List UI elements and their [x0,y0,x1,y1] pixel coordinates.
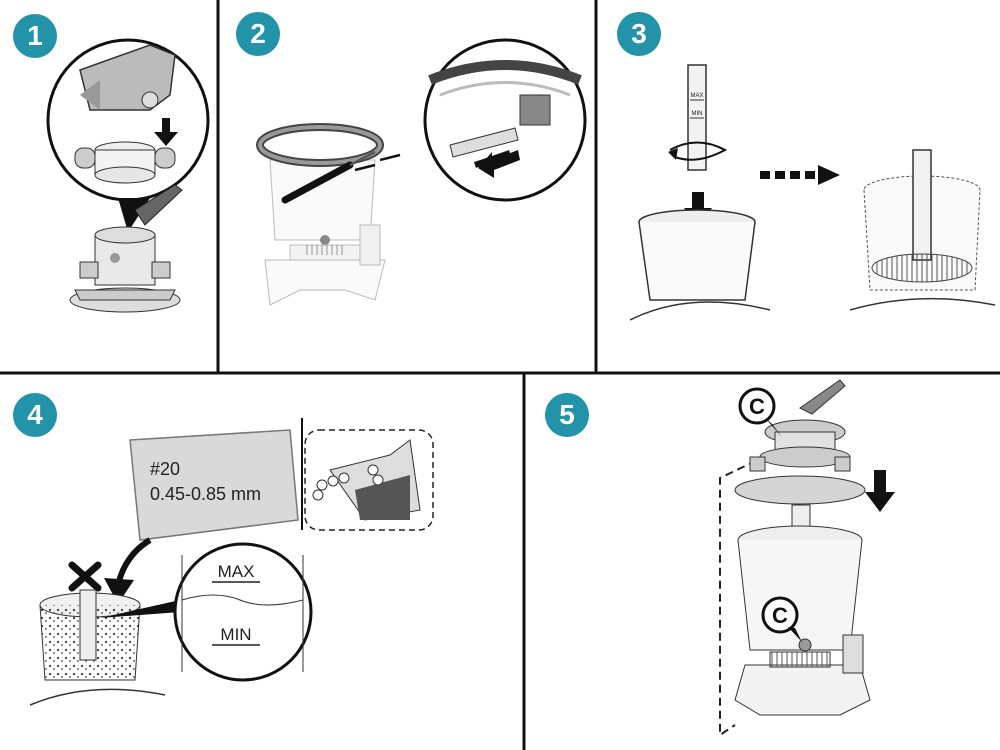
dashed-arrow-icon [760,165,840,185]
cross-mark-icon [68,561,102,592]
sand-size-range: 0.45-0.85 mm [150,484,261,504]
rotate-arrow-icon [669,141,728,161]
callout-c-top: C [738,387,782,437]
step-3-badge: 3 [617,12,661,56]
sand-bag [129,429,299,541]
panel-3-lateral-pipe: MAX MIN [629,64,996,321]
curved-arrow-icon [115,537,152,586]
gauge-min-label: MIN [692,111,703,117]
gauge-max-label: MAX [690,93,703,99]
panel-2-clamp-screw [256,38,587,306]
down-arrow-icon [154,118,178,146]
step-5-badge: 5 [545,393,589,437]
down-arrow-icon [684,192,712,226]
double-arrow-icon [354,153,401,172]
zoom-circle [423,38,587,202]
zoom-min-label: MIN [220,625,251,644]
svg-text:C: C [749,394,765,419]
down-arrow-icon [865,470,895,512]
panel-4-fill-sand: #20 0.45-0.85 mm MAX [29,418,434,706]
step-4-badge: 4 [13,393,57,437]
zoom-max-label: MAX [218,562,255,581]
step-1-badge: 1 [13,14,57,58]
panel-5-assemble-valve: C C [719,379,895,737]
step-2-badge: 2 [236,12,280,56]
panel-1-valve-handle [46,38,210,313]
sand-grade: #20 [150,459,180,479]
zoom-circle [173,542,313,682]
callout-c-bottom: C [761,596,802,642]
svg-text:C: C [772,603,788,628]
left-arrow-icon [478,150,520,178]
